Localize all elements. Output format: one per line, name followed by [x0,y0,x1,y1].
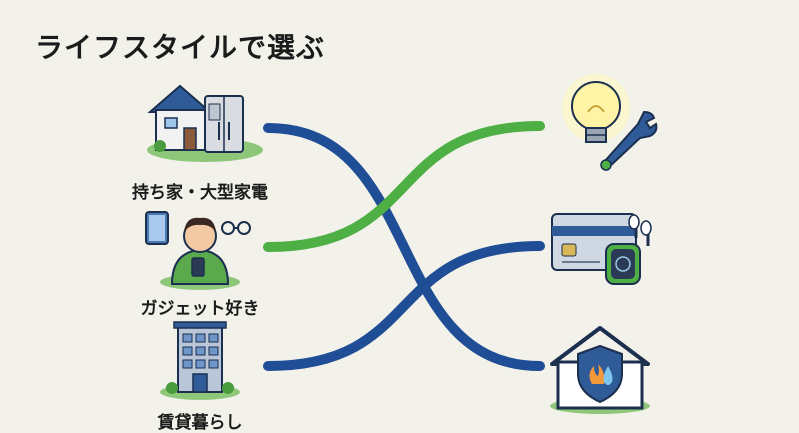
lightbulb-wrench-icon [562,74,658,171]
lifestyle-label-gadget: ガジェット好き [140,299,260,319]
house-appliance-icon [147,84,263,162]
connector-2-to-1 [263,241,545,371]
page-title: ライフスタイルで選ぶ [35,31,326,64]
lifestyle-label-renter: 賃貸暮らし [157,413,243,433]
connector-0-to-2 [263,123,545,371]
lifestyle-label-homeowner: 持ち家・大型家電 [132,183,268,203]
credit-card-watch-icon [551,213,652,285]
gadget-person-icon [145,211,251,290]
house-shield-icon [550,326,650,414]
apartment-building-icon [160,321,240,400]
connector-lines [263,121,545,371]
connector-1-to-0 [263,121,545,252]
